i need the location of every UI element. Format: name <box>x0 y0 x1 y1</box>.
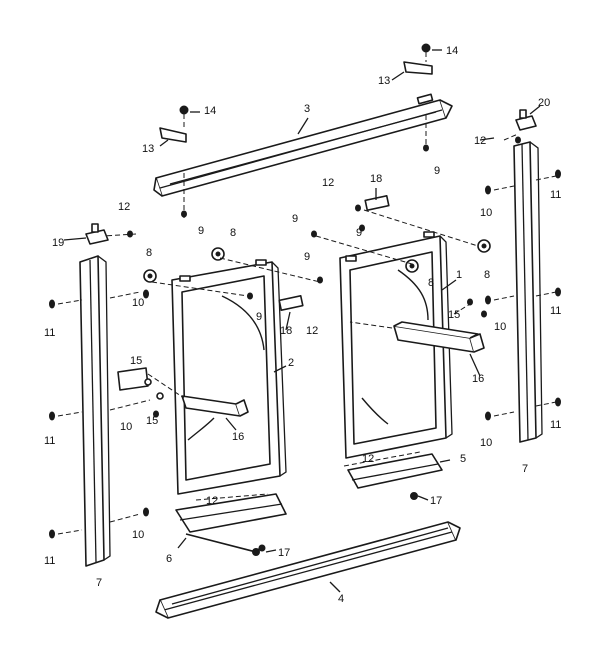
callout-12: 12 <box>322 177 334 189</box>
callout-15: 15 <box>146 415 158 427</box>
callout-11: 11 <box>44 555 55 567</box>
callout-17: 17 <box>278 547 290 559</box>
callout-12: 12 <box>306 325 318 337</box>
callout-10: 10 <box>132 297 144 309</box>
callout-8: 8 <box>146 247 152 259</box>
callout-11: 11 <box>550 305 561 317</box>
roller-set <box>143 239 491 283</box>
callout-4: 4 <box>338 593 344 605</box>
callout-12: 12 <box>474 135 486 147</box>
callout-7-left: 7 <box>96 577 102 589</box>
bottom-guide-left <box>175 493 287 556</box>
callout-9: 9 <box>256 311 262 323</box>
callout-16: 16 <box>472 373 484 385</box>
callout-9: 9 <box>292 213 298 225</box>
right-door-panel <box>339 231 453 459</box>
callout-9: 9 <box>198 225 204 237</box>
callout-13: 13 <box>142 143 154 155</box>
callout-8: 8 <box>428 277 434 289</box>
callout-10: 10 <box>494 321 506 333</box>
callout-17: 17 <box>430 495 442 507</box>
callout-19: 19 <box>52 237 64 249</box>
top-header-rail <box>153 93 453 197</box>
callout-10: 10 <box>132 529 144 541</box>
callout-20: 20 <box>538 97 550 109</box>
callout-10: 10 <box>120 421 132 433</box>
leader-lines <box>63 49 541 593</box>
towel-bar-right <box>393 321 485 353</box>
callout-9: 9 <box>356 227 362 239</box>
callout-11: 11 <box>44 327 55 339</box>
bumper-clip-20 <box>515 109 537 131</box>
right-wall-jamb <box>513 141 543 443</box>
callout-3: 3 <box>304 103 310 115</box>
callout-18: 18 <box>370 173 382 185</box>
bumper-clip-19 <box>85 223 109 245</box>
callout-18: 18 <box>280 325 292 337</box>
towel-bar-bracket-left <box>117 367 164 400</box>
callout-1: 1 <box>456 269 462 281</box>
screw-set <box>49 136 561 539</box>
callout-11: 11 <box>550 189 561 201</box>
bottom-guide-right <box>347 453 443 500</box>
callout-8: 8 <box>230 227 236 239</box>
callout-12: 12 <box>118 201 130 213</box>
left-door-panel <box>171 259 287 495</box>
callout-5: 5 <box>460 453 466 465</box>
callout-13: 13 <box>378 75 390 87</box>
callout-14: 14 <box>446 45 458 57</box>
callout-10: 10 <box>480 437 492 449</box>
callout-12: 12 <box>206 495 218 507</box>
callout-11: 11 <box>44 435 55 447</box>
callout-15: 15 <box>130 355 142 367</box>
callout-2: 2 <box>288 357 294 369</box>
bottom-sill-rail <box>155 521 461 619</box>
callout-7-right: 7 <box>522 463 528 475</box>
callout-labels: 1 2 3 4 5 6 7 7 8 8 8 8 9 9 9 9 9 9 9 10… <box>44 45 561 605</box>
top-clip-right <box>403 43 433 75</box>
callout-15: 15 <box>448 309 460 321</box>
towel-bar-left <box>181 395 249 417</box>
callout-10: 10 <box>480 207 492 219</box>
assembly-lines <box>57 52 557 535</box>
left-wall-jamb <box>79 255 111 567</box>
callout-8: 8 <box>484 269 490 281</box>
callout-9: 9 <box>304 251 310 263</box>
callout-9: 9 <box>434 165 440 177</box>
callout-6: 6 <box>166 553 172 565</box>
callout-14: 14 <box>204 105 216 117</box>
callout-16: 16 <box>232 431 244 443</box>
callout-12: 12 <box>362 453 374 465</box>
callout-11: 11 <box>550 419 561 431</box>
